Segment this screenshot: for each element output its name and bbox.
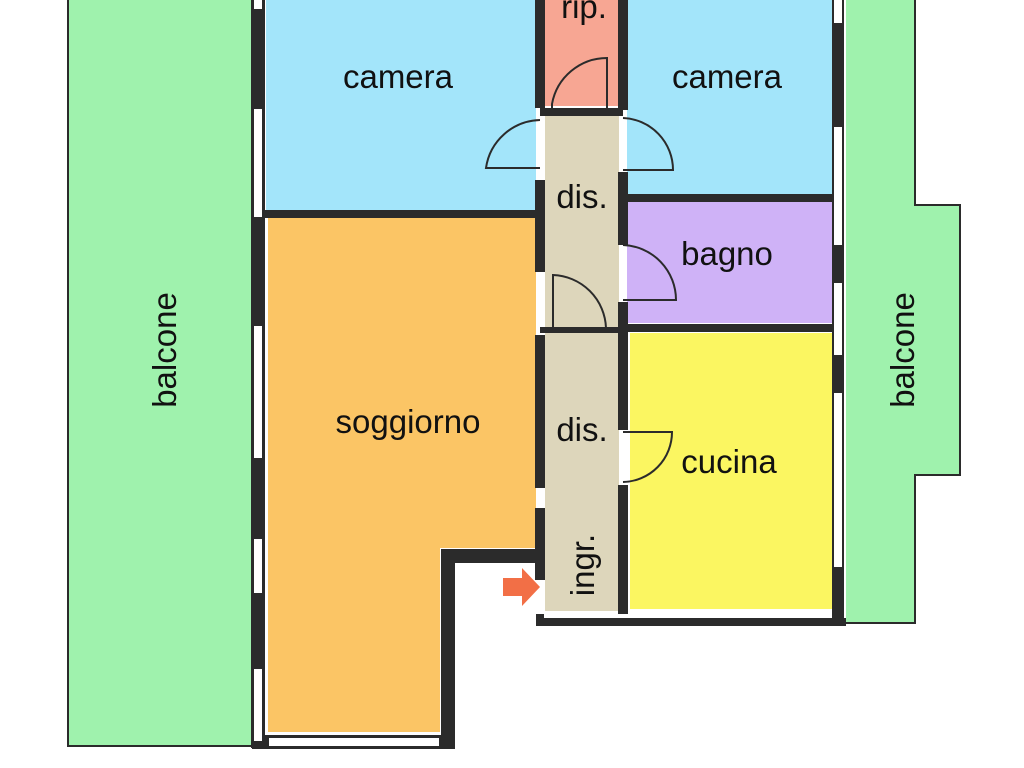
hallway: [545, 116, 619, 611]
label-storage: rip.: [561, 0, 607, 25]
window-right-3: [832, 281, 844, 357]
label-hall-lower: dis.: [556, 411, 607, 448]
room-fills: [68, 0, 960, 746]
label-hall-upper: dis.: [556, 178, 607, 215]
bottom-wall-right: [536, 614, 846, 626]
window-right-1: [832, 0, 844, 25]
kitchen-room: [630, 333, 832, 609]
right-arrow-icon: [503, 568, 540, 606]
door-bedroom-left: [484, 119, 541, 169]
door-kitchen: [622, 431, 674, 483]
label-bedroom-right: camera: [672, 58, 783, 95]
balcony-right-edge: [846, 0, 961, 624]
door-bathroom: [622, 244, 678, 301]
label-kitchen: cucina: [681, 443, 777, 480]
living-room: [268, 218, 536, 732]
balcony-right: [846, 0, 960, 623]
window-left-2: [252, 107, 264, 219]
window-left-1: [252, 0, 264, 11]
room-labels: camera rip. camera dis. bagno soggiorno …: [146, 0, 921, 596]
door-storage: [551, 56, 608, 108]
label-living: soggiorno: [336, 403, 481, 440]
label-balcony-right: balcone: [884, 292, 921, 408]
window-left-5: [252, 667, 264, 743]
balcony-left: [68, 0, 251, 746]
bedroom-right: [627, 0, 832, 194]
label-bedroom-left: camera: [343, 58, 454, 95]
label-entrance: ingr.: [564, 534, 601, 596]
bedroom-left: [266, 0, 536, 210]
window-left-4: [252, 537, 264, 595]
balcony-left-edge: [67, 0, 251, 747]
label-bathroom: bagno: [681, 235, 773, 272]
label-balcony-left: balcone: [146, 292, 183, 408]
doors: [484, 56, 678, 483]
window-right-4: [832, 391, 844, 569]
window-living-bottom: [267, 736, 441, 748]
windows: [252, 0, 844, 748]
door-bedroom-right: [622, 117, 675, 171]
window-right-2: [832, 125, 844, 247]
window-left-3: [252, 324, 264, 460]
door-corridor: [552, 273, 607, 329]
